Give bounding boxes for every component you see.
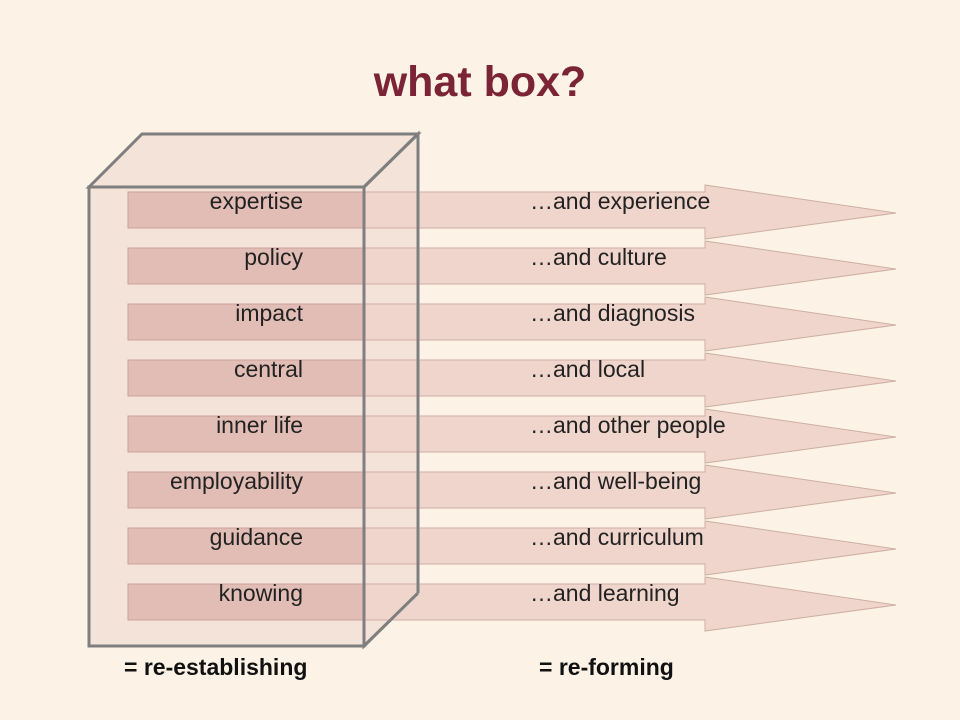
row-bar (127, 527, 365, 565)
row-arrow (299, 296, 897, 352)
box-front-outline (87, 185, 366, 648)
row-left-label: central (233, 356, 303, 382)
row-right-label: …and experience (530, 188, 711, 214)
box-edge (362, 591, 420, 648)
row-arrow (299, 408, 897, 464)
row-left-label: policy (244, 244, 303, 270)
row-arrow (299, 520, 897, 576)
bar-group (127, 191, 365, 621)
box-edge (362, 132, 420, 189)
row-right-label: …and curriculum (530, 524, 704, 550)
row-right-label: …and well-being (530, 468, 702, 494)
row-bar (127, 471, 365, 509)
row-left-label: impact (235, 300, 303, 326)
row-arrow (299, 184, 897, 240)
row-left-label: inner life (216, 412, 303, 438)
row-left-label: knowing (218, 580, 303, 606)
row-bar (127, 415, 365, 453)
row-bar (127, 247, 365, 285)
row-bar (127, 191, 365, 229)
row-arrow (299, 576, 897, 632)
row-arrow (299, 240, 897, 296)
row-left-label: expertise (209, 188, 303, 214)
row-right-label: …and learning (530, 580, 680, 606)
row-right-label: …and local (530, 356, 646, 382)
arrow-group (299, 184, 897, 632)
row-right-label: …and diagnosis (530, 300, 695, 326)
row-arrow (299, 352, 897, 408)
row-right-label: …and other people (530, 412, 726, 438)
row-bar (127, 583, 365, 621)
row-left-label: guidance (209, 524, 303, 550)
row-right-label: …and culture (530, 244, 667, 270)
caption-re-establishing: = re-establishing (124, 654, 308, 680)
row-left-label: employability (170, 468, 303, 494)
row-arrow (299, 464, 897, 520)
page-title: what box? (373, 58, 587, 106)
row-bar (127, 303, 365, 341)
box-top-face (85, 132, 422, 189)
caption-re-forming: = re-forming (539, 654, 674, 680)
